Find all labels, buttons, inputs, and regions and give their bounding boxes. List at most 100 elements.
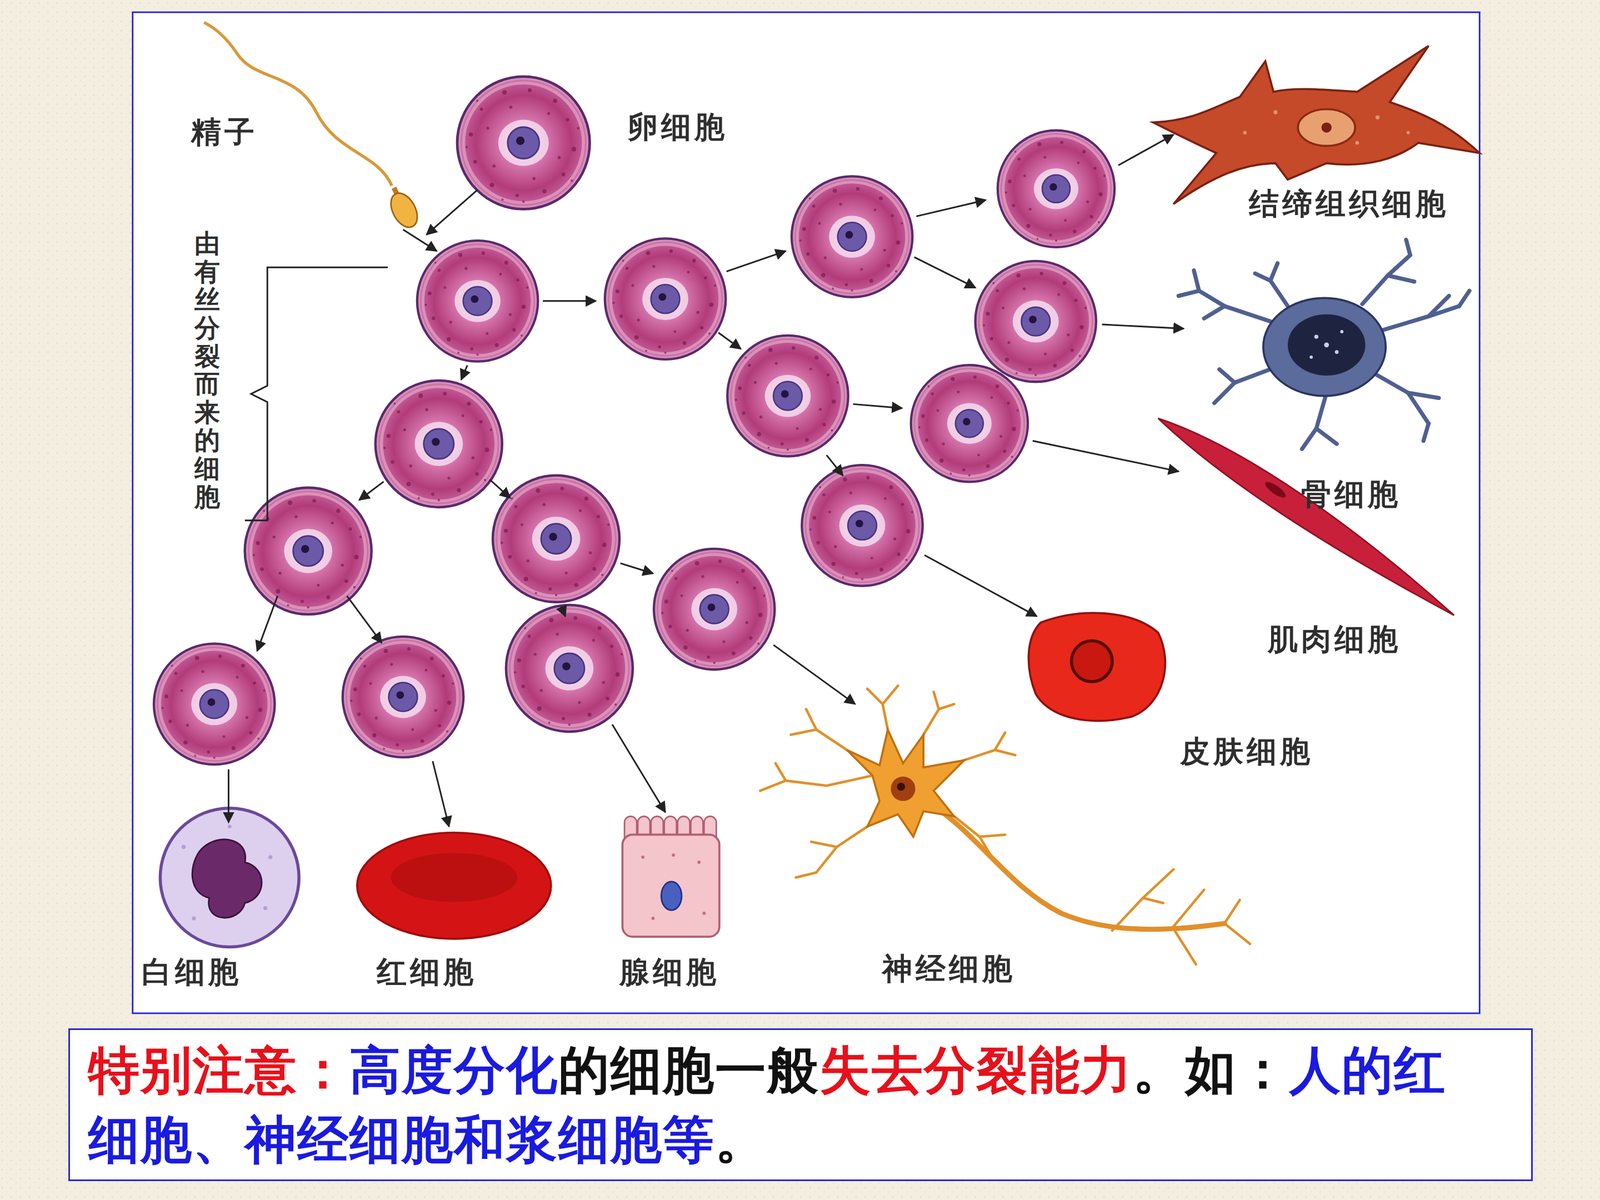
illustration-part bbox=[661, 881, 682, 910]
illustration-part bbox=[726, 251, 787, 272]
illustration-part bbox=[346, 596, 382, 643]
illustration-part bbox=[1224, 900, 1240, 924]
illustration-part bbox=[432, 761, 449, 827]
illustration-part bbox=[153, 643, 275, 765]
illustration-part bbox=[826, 455, 843, 476]
bracket-label: 由有丝分裂而来的细胞 bbox=[194, 229, 220, 511]
illustration-part bbox=[995, 732, 1005, 750]
illustration-part bbox=[490, 479, 511, 498]
skin-cell bbox=[1028, 612, 1165, 721]
illustration-part bbox=[1355, 141, 1360, 145]
illustration-part bbox=[1423, 423, 1429, 441]
cell-type-label: 腺细胞 bbox=[619, 954, 720, 991]
illustration-part bbox=[1408, 392, 1439, 398]
illustration-part bbox=[914, 257, 976, 288]
cell-type-label: 皮肤细胞 bbox=[1180, 733, 1314, 770]
red-blood-cell bbox=[357, 832, 552, 939]
note-box: 特别注意：高度分化的细胞一般失去分裂能力。如：人的红细胞、神经细胞和浆细胞等。 bbox=[68, 1028, 1533, 1181]
illustration-part bbox=[1112, 869, 1174, 931]
illustration-part bbox=[1243, 130, 1248, 135]
illustration-part bbox=[1459, 290, 1470, 307]
illustration-part bbox=[964, 750, 1016, 760]
illustration-part bbox=[457, 76, 590, 209]
illustration-part bbox=[191, 916, 196, 920]
illustration-part bbox=[1102, 324, 1184, 329]
sperm-label: 精子 bbox=[191, 114, 258, 151]
illustration-part bbox=[1255, 273, 1271, 281]
illustration-part bbox=[1263, 479, 1289, 500]
cell-type-label: 白细胞 bbox=[141, 954, 242, 991]
illustration-part bbox=[697, 860, 701, 864]
illustration-part bbox=[359, 481, 384, 500]
illustration-part bbox=[853, 403, 903, 408]
differentiation-arrows bbox=[228, 134, 1184, 827]
illustration-part bbox=[1178, 290, 1199, 296]
illustration-part bbox=[1302, 392, 1327, 449]
illustration-part bbox=[653, 548, 775, 670]
illustration-part bbox=[790, 729, 847, 750]
illustration-part bbox=[979, 834, 1005, 837]
illustration-part bbox=[403, 229, 438, 252]
illustration-part bbox=[671, 853, 675, 857]
illustration-part bbox=[702, 911, 706, 915]
illustration-part bbox=[268, 855, 273, 859]
illustration-part bbox=[1219, 369, 1235, 383]
illustration-part bbox=[245, 487, 372, 615]
illustration-part bbox=[1340, 330, 1344, 334]
illustration-part bbox=[192, 839, 262, 918]
illustration-part bbox=[890, 776, 915, 802]
illustration-part bbox=[1153, 46, 1480, 205]
illustration-part bbox=[385, 188, 423, 232]
illustration-part bbox=[1406, 240, 1410, 256]
illustration-part bbox=[760, 775, 873, 792]
bone-cell bbox=[1178, 240, 1469, 450]
white-blood-cell bbox=[160, 808, 299, 948]
illustration-part bbox=[718, 332, 741, 349]
illustration-part bbox=[417, 240, 538, 362]
illustration-part bbox=[605, 238, 726, 359]
illustration-part bbox=[1428, 296, 1449, 317]
illustration-part bbox=[263, 906, 268, 910]
illustration-part bbox=[816, 826, 868, 873]
illustration-part bbox=[1375, 115, 1380, 120]
illustration-part bbox=[160, 808, 299, 948]
illustration-part bbox=[811, 841, 837, 847]
illustration-part bbox=[1316, 428, 1337, 444]
nerve-cell bbox=[760, 685, 1250, 964]
illustration-part bbox=[622, 834, 719, 937]
illustration-part bbox=[1263, 297, 1386, 396]
illustration-part bbox=[1273, 110, 1278, 114]
illustration-part bbox=[1118, 134, 1174, 165]
illustration-part bbox=[1335, 350, 1339, 354]
gland-cell bbox=[622, 816, 719, 937]
illustration-part bbox=[775, 763, 786, 781]
illustration-part bbox=[227, 769, 230, 823]
illustration-part bbox=[727, 335, 848, 457]
note-phrase: 特别注意： bbox=[88, 1040, 350, 1100]
cell-type-label: 结缔组织细胞 bbox=[1248, 186, 1449, 223]
illustration-part bbox=[924, 555, 1037, 617]
illustration-part bbox=[1071, 640, 1113, 682]
egg-label: 卵细胞 bbox=[627, 109, 728, 146]
illustration-part bbox=[1270, 263, 1288, 307]
illustration-part bbox=[1321, 122, 1332, 133]
note-phrase: 的细胞一般 bbox=[558, 1040, 820, 1100]
illustration-part bbox=[1173, 928, 1196, 964]
illustration-part bbox=[620, 563, 654, 574]
illustration-part bbox=[561, 606, 565, 617]
cell-type-label: 肌肉细胞 bbox=[1267, 621, 1402, 658]
illustration-part bbox=[1142, 897, 1164, 903]
note-phrase: 。如： bbox=[1132, 1040, 1290, 1100]
illustration-part bbox=[1314, 334, 1319, 339]
illustration-part bbox=[390, 853, 518, 903]
illustration-part bbox=[492, 475, 620, 603]
illustration-part bbox=[181, 824, 273, 920]
connective-tissue-cell bbox=[1153, 46, 1480, 205]
illustration-part bbox=[257, 596, 278, 652]
illustration-part bbox=[1173, 890, 1204, 927]
figure-panel bbox=[132, 12, 1480, 1014]
illustration-part bbox=[801, 465, 923, 586]
